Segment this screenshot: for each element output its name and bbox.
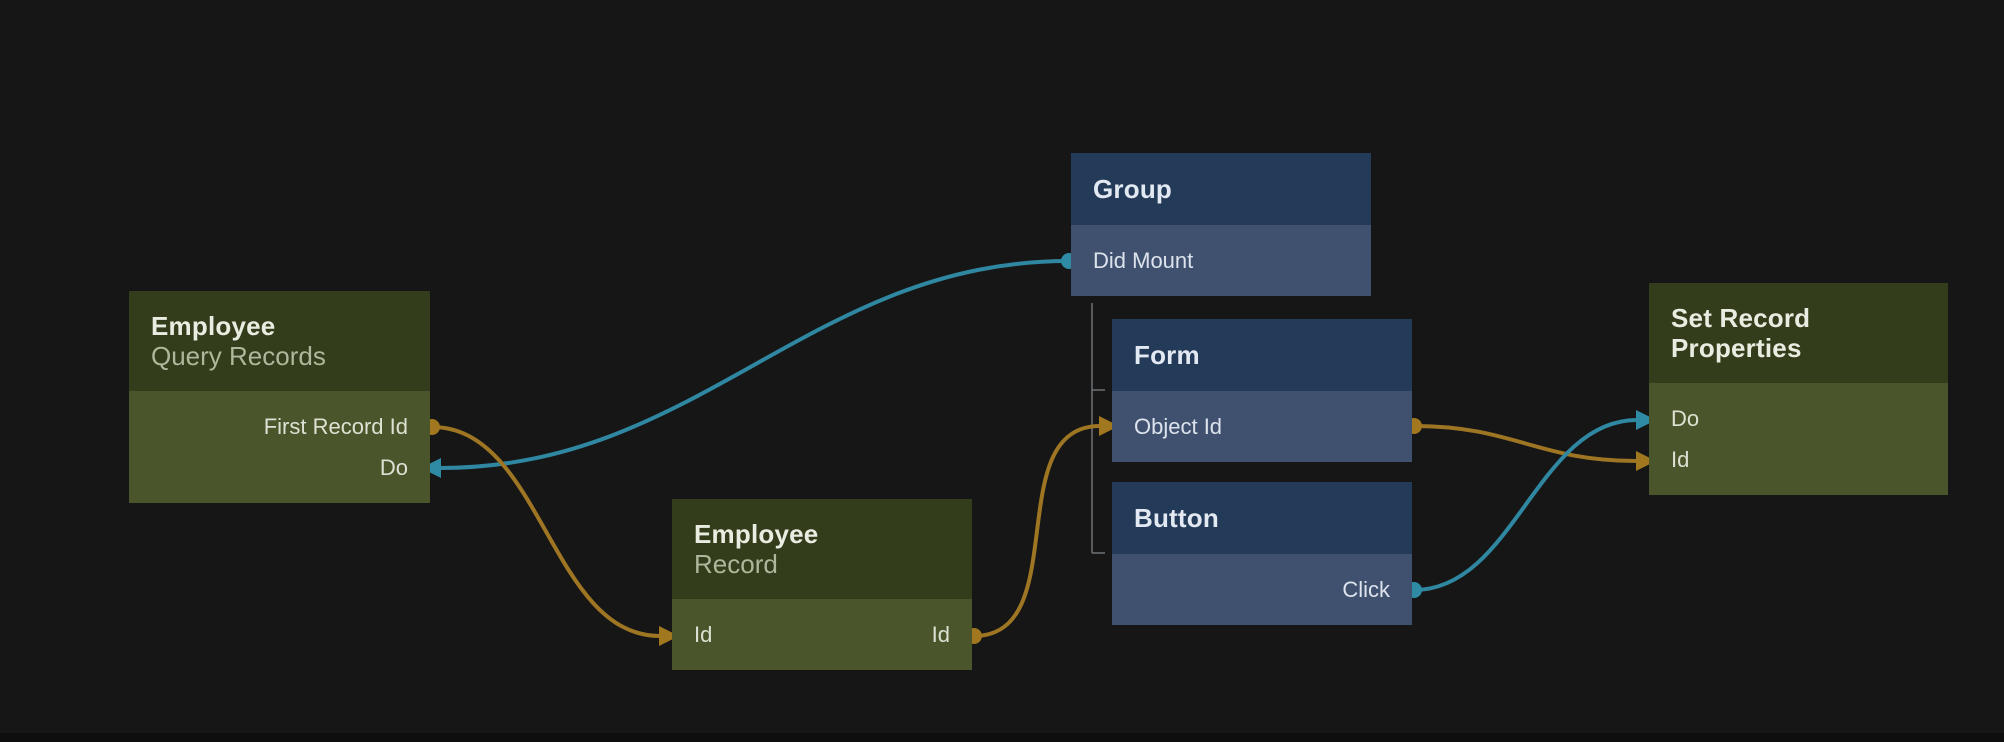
port-row-do[interactable]: Do (129, 447, 430, 488)
port-label-click: Click (1342, 577, 1390, 602)
node-title: Form (1134, 340, 1200, 370)
node-body: Object Id (1112, 391, 1412, 462)
port-label-srp-id: Id (1671, 447, 1690, 472)
node-body: Did Mount (1071, 225, 1371, 296)
node-button[interactable]: Button Click (1112, 482, 1412, 625)
input-port-arrow-object-id[interactable] (1099, 416, 1119, 436)
input-port-arrow-srp-id[interactable] (1636, 451, 1656, 471)
node-set-record-properties[interactable]: Set Record Properties Do Id (1649, 283, 1948, 495)
node-employee-query-records[interactable]: Employee Query Records First Record Id D… (129, 291, 430, 503)
node-title: Button (1134, 503, 1219, 533)
node-title: Employee (694, 519, 819, 549)
node-header: Group (1071, 153, 1371, 225)
input-port-arrow-record-id[interactable] (659, 626, 679, 646)
node-header: Form (1112, 319, 1412, 391)
port-row-did-mount[interactable]: Did Mount (1071, 240, 1371, 281)
edge-didmount-to-do[interactable] (438, 259, 1071, 470)
node-form[interactable]: Form Object Id (1112, 319, 1412, 462)
node-body: Id Id (672, 599, 972, 670)
port-label-id-input: Id (694, 622, 713, 647)
port-label-object-id: Object Id (1134, 414, 1223, 439)
port-label-first-record-id: First Record Id (263, 414, 408, 439)
edge-recordid-to-objectid[interactable] (972, 424, 1102, 638)
input-port-arrow-do[interactable] (421, 458, 441, 478)
node-subtitle: Query Records (151, 341, 326, 371)
node-header: Set Record Properties (1649, 283, 1948, 383)
node-title: Group (1093, 174, 1172, 204)
port-row-click[interactable]: Click (1112, 569, 1412, 610)
node-group[interactable]: Group Did Mount (1071, 153, 1371, 296)
node-header: Employee Query Records (129, 291, 430, 391)
node-header: Button (1112, 482, 1412, 554)
node-title: Employee (151, 311, 276, 341)
port-row-id-id[interactable]: Id Id (672, 614, 972, 655)
port-label-srp-do: Do (1671, 406, 1700, 431)
edge-objectid-to-srp-id[interactable] (1412, 424, 1639, 463)
node-employee-record[interactable]: Employee Record Id Id (672, 499, 972, 670)
node-header: Employee Record (672, 499, 972, 599)
port-label-do: Do (379, 455, 408, 480)
node-body: First Record Id Do (129, 391, 430, 503)
node-title: Set Record Properties (1671, 303, 1811, 363)
node-subtitle: Record (694, 549, 778, 579)
canvas-bottom-edge (0, 733, 2004, 742)
input-port-arrow-srp-do[interactable] (1636, 410, 1656, 430)
port-row-srp-do[interactable]: Do (1649, 398, 1948, 439)
edge-click-to-srp-do[interactable] (1412, 418, 1639, 592)
port-row-srp-id[interactable]: Id (1649, 439, 1948, 480)
port-row-object-id[interactable]: Object Id (1112, 406, 1412, 447)
edge-firstrecordid-to-id[interactable] (430, 425, 662, 638)
port-label-id-output: Id (931, 622, 950, 647)
port-row-first-record-id[interactable]: First Record Id (129, 406, 430, 447)
node-body: Click (1112, 554, 1412, 625)
port-label-did-mount: Did Mount (1093, 248, 1194, 273)
node-body: Do Id (1649, 383, 1948, 495)
